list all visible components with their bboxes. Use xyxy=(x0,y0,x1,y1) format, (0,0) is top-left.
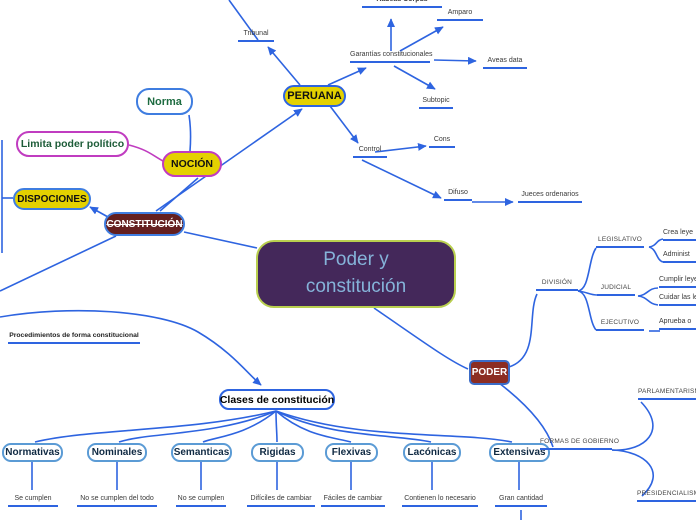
label-tribunal[interactable]: Tribunal xyxy=(238,30,274,43)
label-control[interactable]: Control xyxy=(353,146,387,159)
node-laconicas-label: Lacónicas xyxy=(407,447,457,458)
label-aprueba[interactable]: Aprueba o xyxy=(659,318,696,331)
node-rigidas[interactable]: Rigidas xyxy=(251,443,304,462)
node-dispociones[interactable]: DISPOCIONES xyxy=(13,188,91,210)
label-judicial[interactable]: JUDICIAL xyxy=(597,284,635,296)
node-nocion-label: NOCIÓN xyxy=(171,158,213,170)
label-legislativo[interactable]: LEGISLATIVO xyxy=(596,236,644,248)
label-se-cumplen[interactable]: Se cumplen xyxy=(8,495,58,508)
node-nocion[interactable]: NOCIÓN xyxy=(162,151,222,177)
node-extensivas[interactable]: Extensivas xyxy=(489,443,550,462)
central-topic[interactable]: Poder y constitución xyxy=(256,240,456,308)
node-norma[interactable]: Norma xyxy=(136,88,193,115)
label-gran-cantidad[interactable]: Gran cantidad xyxy=(495,495,547,508)
node-constitucion[interactable]: CONSTITUCIÓN xyxy=(104,212,185,236)
node-normativas-label: Normativas xyxy=(5,447,60,458)
node-poder-label: PODER xyxy=(471,367,508,378)
label-no-se-cumplen[interactable]: No se cumplen xyxy=(176,495,226,508)
node-dispociones-label: DISPOCIONES xyxy=(17,193,87,205)
central-topic-label: Poder y constitución xyxy=(305,249,407,297)
node-norma-label: Norma xyxy=(147,95,182,108)
magenta-link xyxy=(128,144,164,162)
label-dificiles-de-cambiar[interactable]: Difíciles de cambiar xyxy=(247,495,315,508)
label-habeas-corpus[interactable]: Habeas Corpus xyxy=(362,0,442,9)
node-constitucion-label: CONSTITUCIÓN xyxy=(106,218,183,230)
label-subtopic[interactable]: Subtopic xyxy=(419,97,453,110)
label-cuidar-leyes[interactable]: Cuidar las ley xyxy=(659,294,696,307)
label-contienen-lo-necesario[interactable]: Contienen lo necesario xyxy=(402,495,478,508)
label-division[interactable]: DIVISIÓN xyxy=(536,279,578,291)
label-cumplir-leyes[interactable]: Cumplir leyes xyxy=(659,276,696,289)
label-jueces-ordenarios[interactable]: Jueces ordenarios xyxy=(518,191,582,204)
label-amparo[interactable]: Amparo xyxy=(437,9,483,22)
node-clases-label: Clases de constitución xyxy=(219,393,335,406)
node-nominales-label: Nominales xyxy=(91,447,143,458)
label-crea-leyes[interactable]: Crea leye xyxy=(663,229,696,242)
node-poder[interactable]: PODER xyxy=(469,360,510,385)
label-aveas-data[interactable]: Aveas data xyxy=(483,57,527,70)
node-nominales[interactable]: Nominales xyxy=(87,443,147,462)
node-clases-de-constitucion[interactable]: Clases de constitución xyxy=(219,389,335,410)
label-procedimientos[interactable]: Procedimientos de forma constitucional xyxy=(8,332,140,345)
node-extensivas-label: Extensivas xyxy=(493,447,546,458)
node-semanticas[interactable]: Semanticas xyxy=(171,443,232,462)
node-laconicas[interactable]: Lacónicas xyxy=(403,443,461,462)
label-cons[interactable]: Cons xyxy=(429,136,455,149)
label-ejecutivo[interactable]: EJECUTIVO xyxy=(596,319,644,331)
node-limita-poder-politico[interactable]: Limita poder político xyxy=(16,131,129,157)
label-faciles-de-cambiar[interactable]: Fáciles de cambiar xyxy=(321,495,385,508)
label-no-se-cumplen-del-todo[interactable]: No se cumplen del todo xyxy=(77,495,157,508)
node-rigidas-label: Rigidas xyxy=(259,447,296,458)
label-difuso[interactable]: Difuso xyxy=(444,189,472,202)
node-peruana[interactable]: PERUANA xyxy=(283,85,346,107)
node-normativas[interactable]: Normativas xyxy=(2,443,63,462)
node-peruana-label: PERUANA xyxy=(287,90,342,102)
label-garantias-constitucionales[interactable]: Garantías constitucionales xyxy=(350,51,433,64)
node-flexivas-label: Flexivas xyxy=(331,447,372,458)
blue-links xyxy=(0,0,664,520)
node-limita-label: Limita poder político xyxy=(20,138,125,150)
node-semanticas-label: Semanticas xyxy=(173,447,230,458)
label-formas-de-gobierno[interactable]: FORMAS DE GOBIERNO xyxy=(540,438,619,450)
label-parlamentarismo[interactable]: PARLAMENTARISMO xyxy=(638,388,696,400)
label-presidencialismo[interactable]: PRESIDENCIALISMO xyxy=(637,490,696,502)
label-administra[interactable]: Administ xyxy=(663,251,696,264)
node-flexivas[interactable]: Flexivas xyxy=(325,443,378,462)
